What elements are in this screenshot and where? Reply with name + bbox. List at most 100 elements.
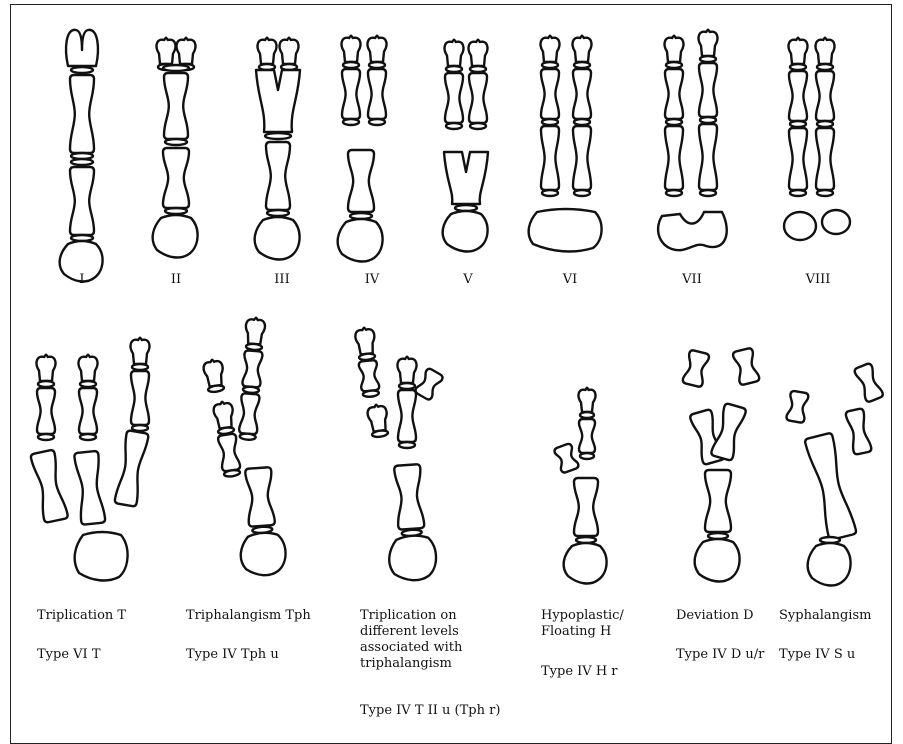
triplication-left-prox — [30, 450, 68, 523]
levels-middle-column-distal — [398, 357, 417, 383]
triplication-right-prox — [114, 430, 149, 507]
type-I-joint-1 — [71, 67, 93, 73]
type-VII-left-column-phalanx-0 — [665, 69, 683, 119]
type-IV-metacarpal — [348, 150, 374, 212]
type-VI-right-column — [573, 36, 592, 196]
triplication-middle-tip-phalanx-0 — [79, 388, 97, 434]
triphalangism-main-column-phalanx-1 — [239, 393, 260, 434]
hypoplastic-main-column-distal — [578, 388, 595, 412]
type-VIII-left-base — [784, 212, 816, 240]
deviation-right-tip-bone — [732, 348, 760, 386]
levels-left-upper — [355, 327, 381, 398]
type-II-right-tip-distal — [177, 38, 196, 64]
type-II-digit — [153, 65, 198, 257]
deviation-left-tip — [682, 350, 710, 388]
type-II-joint-3 — [165, 208, 187, 214]
levels-left-upper-joint-2 — [363, 390, 380, 398]
type-IV-left-column-joint-2 — [343, 119, 359, 125]
type-VIII-right-column-joint-2 — [817, 121, 833, 127]
type-III-digit — [255, 70, 300, 259]
type-VI-right-column-joint-2 — [574, 119, 590, 125]
label-type-IV: IV — [365, 272, 380, 288]
type-VIII-right-column-joint-1 — [817, 64, 833, 70]
type-IV-base — [338, 219, 383, 261]
caption-triphalangism-type: Type IV Tph u — [186, 647, 279, 663]
levels-left-upper-phalanx-0 — [358, 360, 379, 392]
triplication-base — [75, 532, 128, 580]
triphalangism-side-tip-joint-1 — [208, 385, 225, 393]
triplication-right-tip-distal — [131, 338, 150, 364]
type-VI-right-column-distal — [573, 36, 592, 62]
type-VIII-left-column-phalanx-1 — [789, 128, 807, 190]
levels-middle-column — [398, 357, 417, 448]
triphalangism-main-column-distal — [245, 317, 266, 345]
caption-deviation-type: Type IV D u/r — [676, 647, 764, 663]
triplication-middle-tip-distal — [79, 355, 98, 381]
triphalangism-side-column-distal — [213, 400, 235, 429]
type-VII-base — [658, 212, 727, 250]
type-IV-right-column-distal — [368, 36, 387, 62]
type-VIII-left-column — [789, 38, 808, 196]
type-VI-right-column-phalanx-1 — [573, 126, 591, 190]
levels-middle-column-phalanx-0 — [398, 390, 416, 442]
type-IV-right-column — [368, 36, 387, 125]
type-IV-left-column-phalanx-0 — [342, 69, 360, 119]
type-V-right-column-phalanx-0 — [469, 73, 487, 123]
caption-triplication-type: Type VI T — [37, 647, 101, 663]
label-type-V: V — [463, 272, 472, 288]
type-VII-left-column-joint-1 — [666, 62, 682, 68]
triphalangism-side-column-joint-2 — [224, 469, 241, 477]
triplication-right-tip-joint-2 — [132, 425, 148, 431]
label-type-VI: VI — [563, 272, 578, 288]
type-VIII-left-column-joint-3 — [790, 190, 806, 196]
label-type-I: I — [79, 272, 84, 288]
triplication-left-prox-bone — [30, 450, 68, 523]
syph-main-prox-bone — [804, 433, 856, 541]
type-IV-left-column-joint-1 — [343, 62, 359, 68]
type-VIII-left-column-distal — [789, 38, 808, 64]
type-V-left-column-distal — [445, 40, 464, 66]
type-VI-base — [529, 209, 602, 251]
type-VIII-left-column-joint-1 — [790, 64, 806, 70]
type-II-joint-2 — [165, 139, 187, 145]
type-VII-right-column-joint-3 — [700, 190, 716, 196]
deviation-base-bone — [695, 539, 740, 581]
caption-triplication-levels-type: Type IV T II u (Tph r) — [360, 703, 500, 719]
type-IV-right-column-phalanx-0 — [368, 69, 386, 119]
syph-right-mid — [845, 408, 872, 455]
type-IV-left-column — [342, 36, 361, 125]
type-I-proximal — [70, 75, 94, 153]
triphalangism-base-bone — [239, 531, 287, 577]
levels-middle-column-joint-1 — [399, 383, 415, 389]
triplication-mid-prox — [74, 451, 105, 525]
deviation-right-tip — [732, 348, 760, 386]
levels-base — [383, 463, 438, 581]
type-II-proximal — [164, 73, 188, 139]
levels-metacarpal — [394, 464, 424, 530]
triplication-middle-tip-joint-2 — [80, 434, 96, 440]
label-type-VIII: VIII — [806, 272, 831, 288]
type-V-left-column-joint-2 — [446, 123, 462, 129]
syph-base — [808, 537, 851, 585]
deviation-right-prox — [711, 403, 747, 461]
deviation-metacarpal — [705, 470, 731, 532]
type-VII-right-column-joint-2 — [700, 117, 716, 123]
type-VII-digit — [658, 212, 727, 250]
type-III-right-tip — [280, 38, 299, 70]
triphalangism-main-column-phalanx-0 — [242, 350, 262, 387]
type-VII-right-column-distal — [699, 30, 718, 56]
triplication-mid-prox-bone — [74, 451, 105, 525]
caption-hypoplastic-type: Type IV H r — [541, 664, 618, 680]
triplication-right-prox-bone — [114, 430, 149, 507]
type-VIII-left-base-bone — [784, 212, 816, 240]
caption-triplication: Triplication T — [37, 608, 162, 624]
type-VIII-right-column-joint-3 — [817, 190, 833, 196]
triplication-middle-tip-joint-1 — [80, 381, 96, 387]
type-VII-right-column-phalanx-1 — [699, 124, 717, 190]
type-VII-left-column-distal — [665, 36, 684, 62]
type-VI-left-column-phalanx-1 — [541, 126, 559, 190]
type-VI-left-column-joint-3 — [542, 190, 558, 196]
hypoplastic-base-bone — [564, 543, 607, 583]
caption-deviation: Deviation D — [676, 608, 776, 624]
hypoplastic-main-column-joint-2 — [580, 453, 594, 459]
